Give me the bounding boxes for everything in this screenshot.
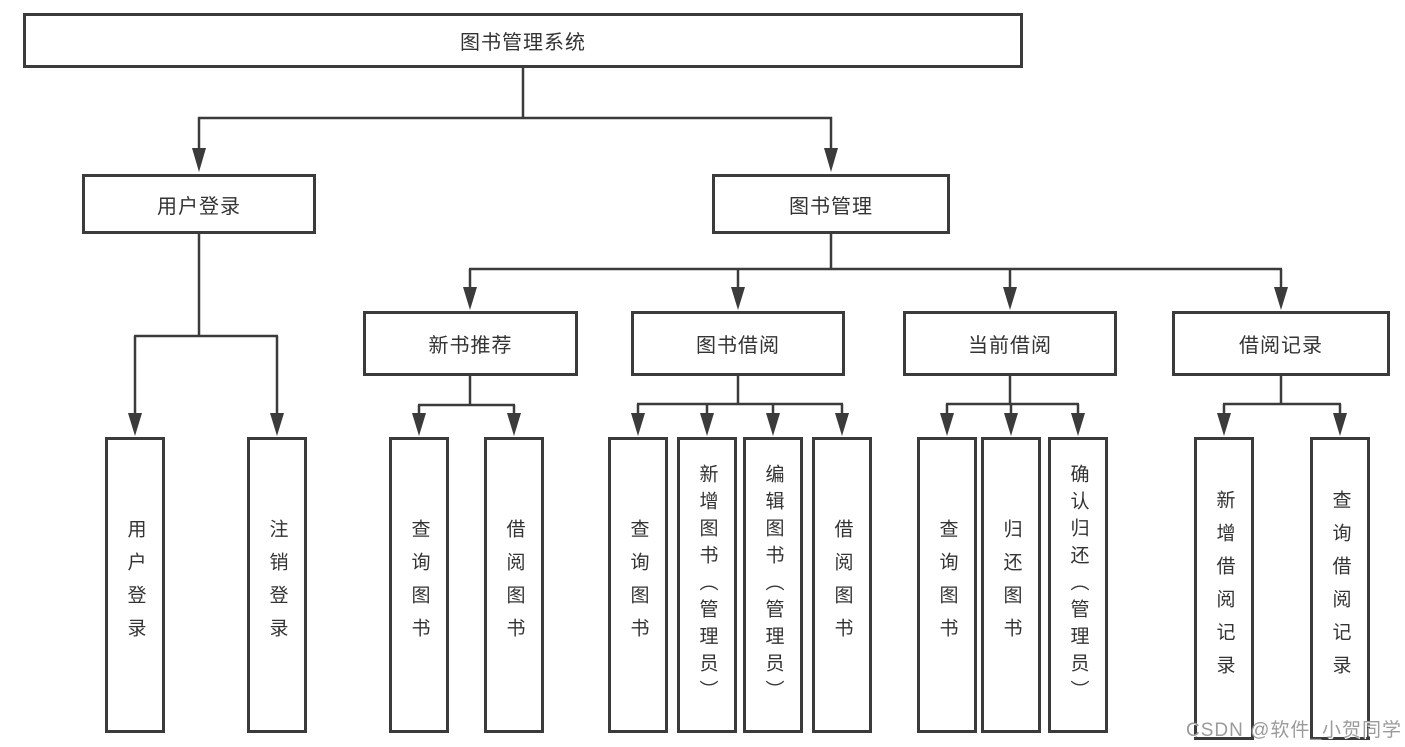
leaf-label: 查询图书: [408, 519, 430, 651]
leaf-label: 借阅图书: [503, 519, 525, 651]
leaf-nb-query-books: 查询图书: [389, 437, 449, 733]
node-book-management-system: 图书管理系统: [23, 13, 1023, 68]
node-borrowing-records: 借阅记录: [1172, 311, 1390, 376]
leaf-label: 确认归还（管理员）: [1067, 463, 1089, 707]
leaf-label: 查询借阅记录: [1329, 489, 1351, 688]
leaf-user-login: 用户登录: [105, 437, 165, 733]
node-label: 新书推荐: [428, 335, 513, 357]
leaf-br-add-record: 新增借阅记录: [1194, 437, 1254, 740]
leaf-label: 新增图书（管理员）: [696, 463, 718, 707]
leaf-cb-query-books: 查询图书: [917, 437, 977, 733]
leaf-label: 查询图书: [936, 519, 958, 651]
leaf-cb-confirm-return-admin: 确认归还（管理员）: [1048, 437, 1108, 733]
node-label: 当前借阅: [968, 335, 1052, 357]
node-label: 图书管理系统: [460, 32, 586, 54]
leaf-label: 新增借阅记录: [1213, 489, 1235, 688]
csdn-watermark: CSDN @软件_小贺同学: [1186, 720, 1402, 741]
leaf-logout-login: 注销登录: [247, 437, 307, 733]
leaf-bb-query-books: 查询图书: [608, 437, 668, 733]
node-book-borrowing: 图书借阅: [631, 311, 845, 376]
leaf-label: 注销登录: [266, 519, 288, 651]
leaf-bb-add-books-admin: 新增图书（管理员）: [677, 437, 737, 733]
leaf-label: 编辑图书（管理员）: [762, 463, 784, 707]
leaf-label: 查询图书: [627, 519, 649, 651]
node-current-borrowing: 当前借阅: [903, 311, 1117, 376]
node-book-management: 图书管理: [712, 174, 950, 234]
leaf-label: 归还图书: [1000, 519, 1022, 651]
node-label: 用户登录: [157, 195, 241, 218]
node-new-book-recommend: 新书推荐: [363, 311, 578, 376]
leaf-bb-edit-books-admin: 编辑图书（管理员）: [743, 437, 803, 733]
node-label: 图书借阅: [696, 335, 780, 357]
leaf-label: 借阅图书: [831, 519, 853, 651]
node-label: 借阅记录: [1239, 335, 1323, 357]
leaf-cb-return-books: 归还图书: [981, 437, 1041, 733]
node-user-login: 用户登录: [82, 174, 316, 234]
leaf-label: 用户登录: [124, 519, 146, 651]
leaf-nb-borrow-books: 借阅图书: [484, 437, 544, 733]
node-label: 图书管理: [789, 195, 873, 218]
leaf-bb-borrow-books: 借阅图书: [812, 437, 872, 733]
leaf-br-query-record: 查询借阅记录: [1310, 437, 1370, 740]
